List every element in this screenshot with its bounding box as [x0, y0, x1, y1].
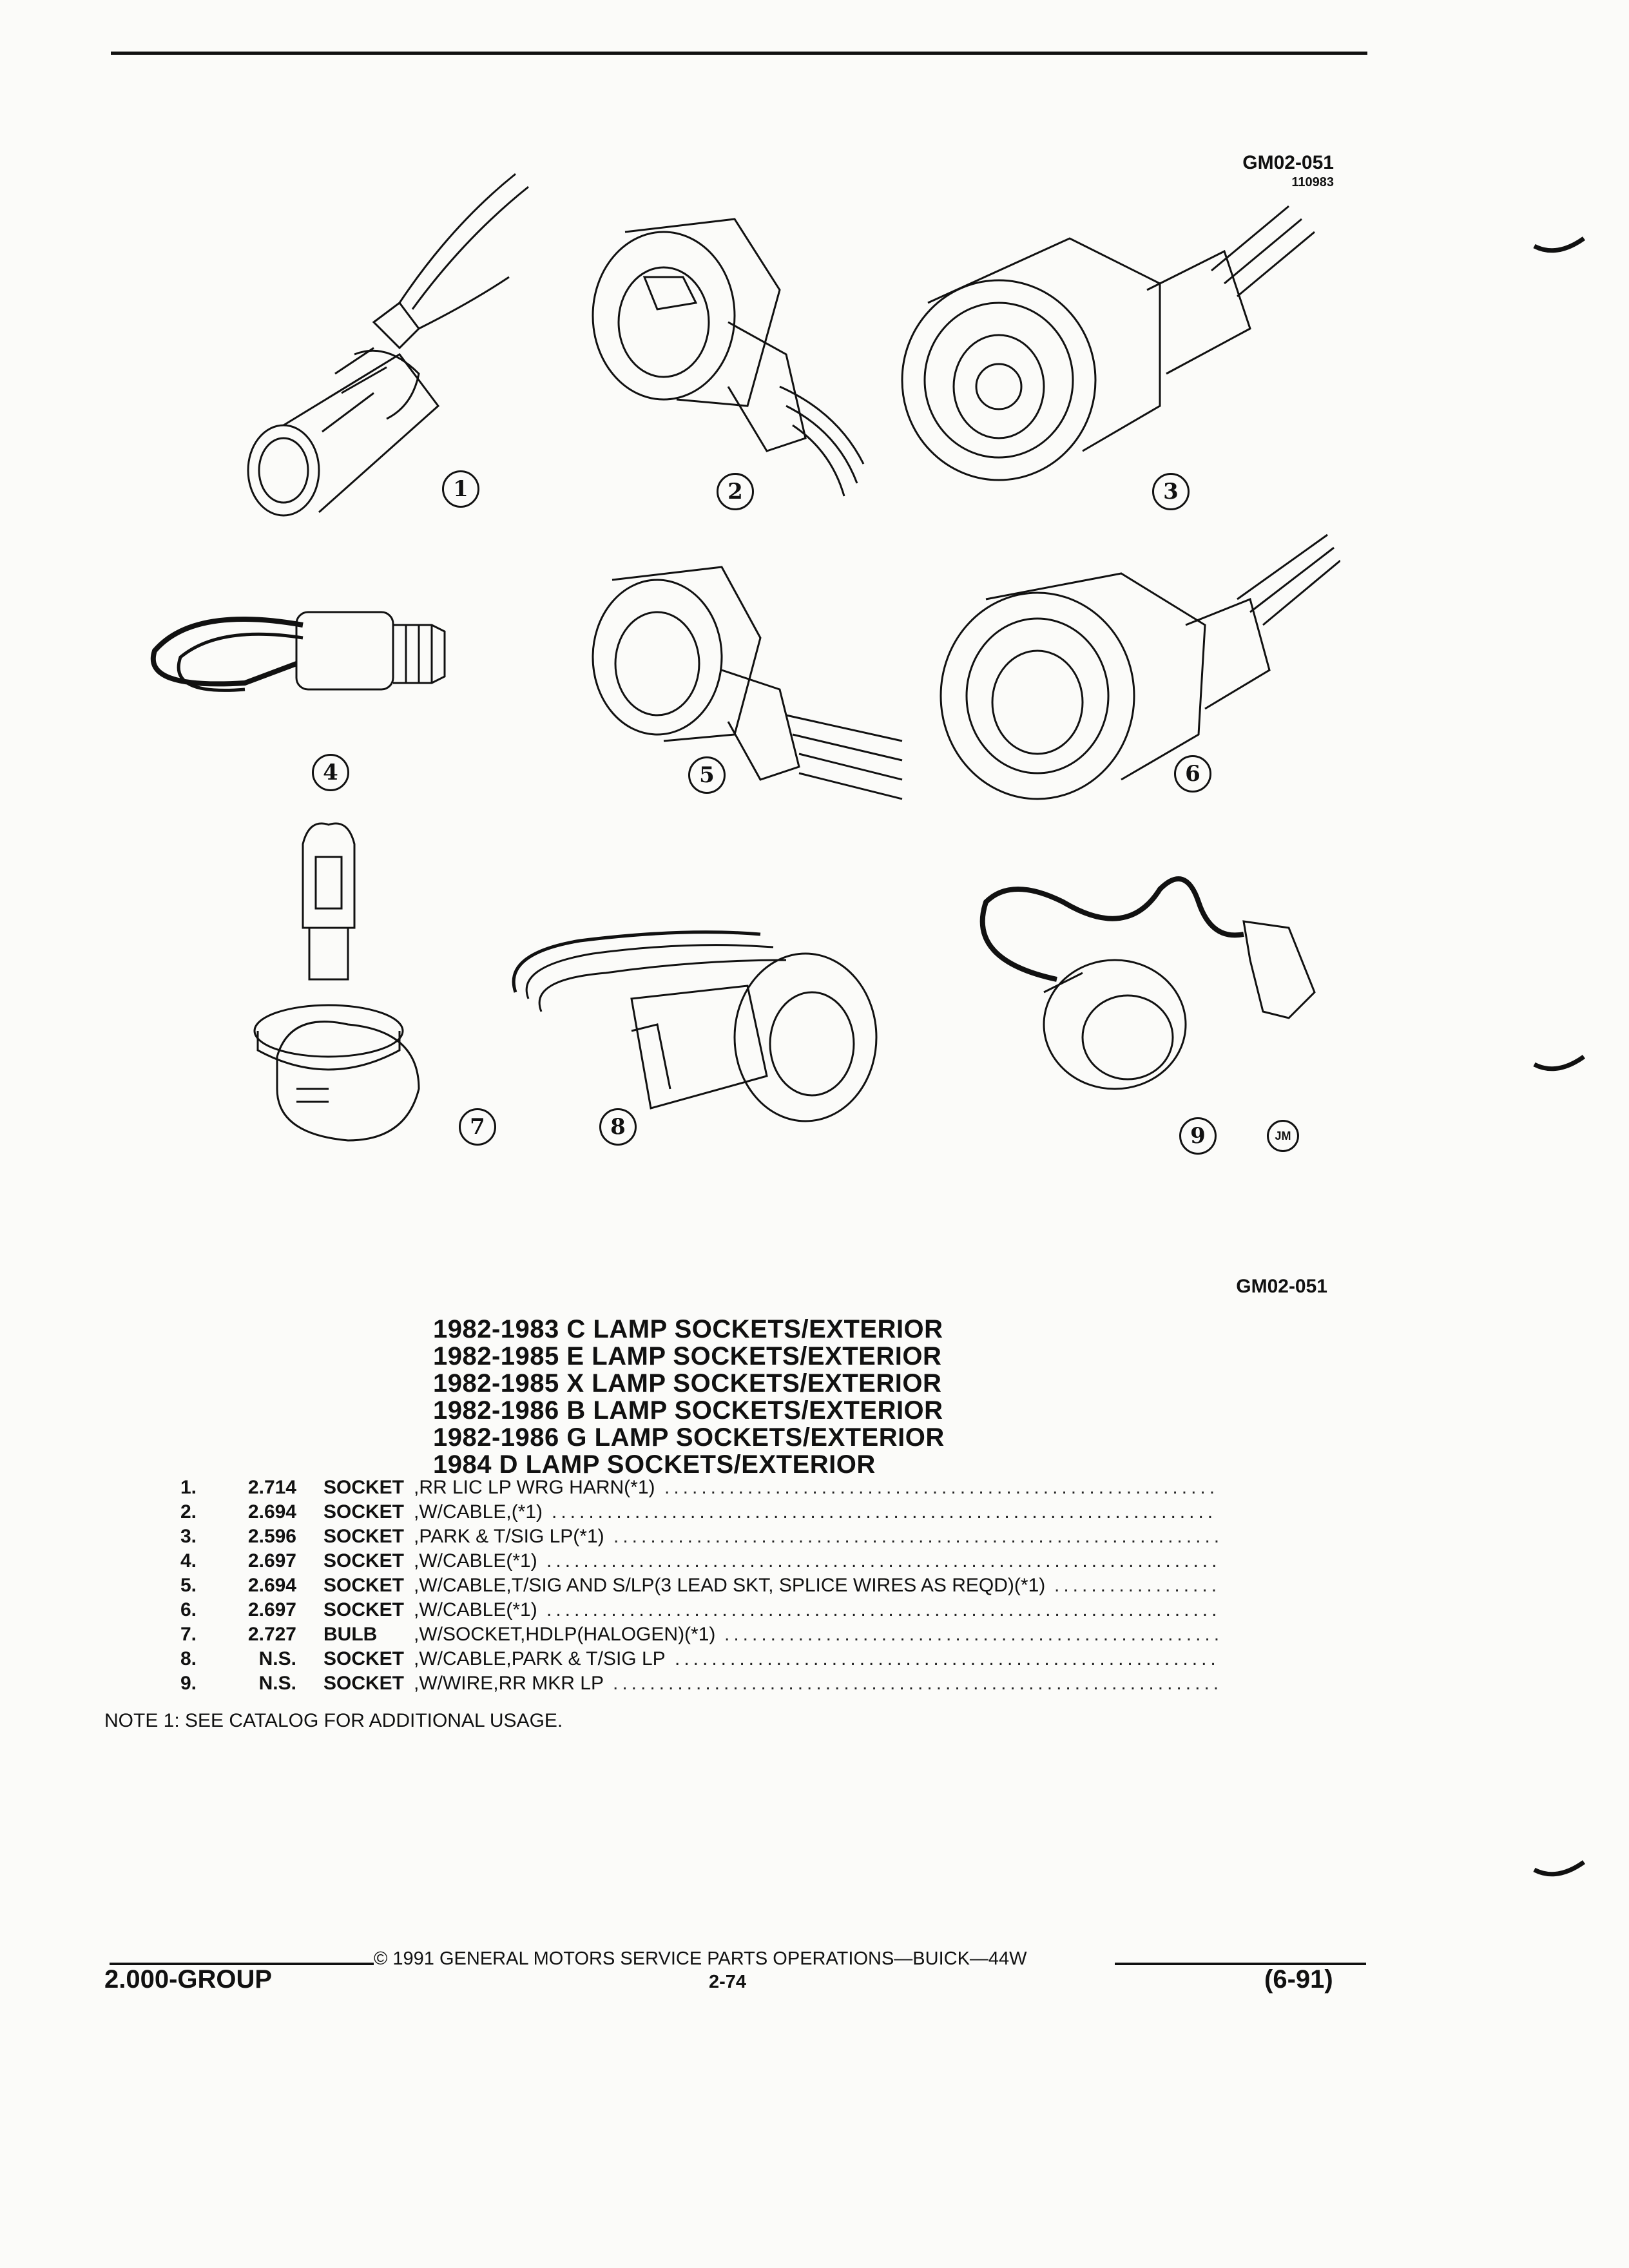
dot-leader: ........................................… [552, 1501, 1218, 1523]
part-description: ,W/CABLE,PARK & T/SIG LP [414, 1648, 666, 1669]
dot-leader: ........................................… [675, 1648, 1218, 1669]
part-description: ,W/WIRE,RR MKR LP [414, 1673, 604, 1694]
caption-code: GM02-051 [1236, 1276, 1327, 1297]
callout-8: 8 [599, 1108, 637, 1146]
socket-4-illustration [150, 611, 446, 692]
part-code: 2.727 [247, 1624, 296, 1645]
part-description: ,RR LIC LP WRG HARN(*1) [414, 1477, 655, 1498]
socket-6-illustration [940, 533, 1340, 800]
socket-5-illustration [592, 566, 903, 800]
part-description: ,PARK & T/SIG LP(*1) [414, 1526, 604, 1547]
part-kind: SOCKET [323, 1575, 405, 1596]
part-kind: BULB [323, 1624, 378, 1645]
part-number: 6. [180, 1599, 197, 1620]
title-block: 1982-1983 C LAMP SOCKETS/EXTERIOR 1982-1… [433, 1316, 945, 1478]
dot-leader: ........................................… [546, 1550, 1218, 1571]
part-description: ,W/CABLE(*1) [414, 1599, 537, 1620]
footer-rule-left-long [110, 1963, 367, 1965]
dot-leader: ........................................… [613, 1673, 1218, 1694]
copyright-line: © 1991 GENERAL MOTORS SERVICE PARTS OPER… [374, 1948, 1027, 1969]
part-number: 7. [180, 1624, 197, 1645]
part-code: N.S. [258, 1648, 296, 1669]
figure-code: GM02-051 [1242, 152, 1334, 173]
callout-5: 5 [688, 756, 726, 794]
socket-9-illustration [979, 876, 1316, 1090]
title-line: 1984 D LAMP SOCKETS/EXTERIOR [433, 1450, 876, 1479]
dot-leader: ........................................… [546, 1599, 1218, 1620]
part-description: ,W/CABLE(*1) [414, 1550, 537, 1571]
callout-4: 4 [312, 754, 349, 791]
usage-note: NOTE 1: SEE CATALOG FOR ADDITIONAL USAGE… [104, 1710, 563, 1731]
footer-rule-left [367, 1963, 374, 1965]
dot-leader: ........................................… [664, 1477, 1218, 1498]
binder-mark-top [1533, 236, 1586, 253]
callout-2: 2 [717, 473, 754, 510]
part-kind: SOCKET [323, 1477, 405, 1498]
callout-1: 1 [442, 470, 479, 508]
socket-1-illustration [247, 173, 529, 517]
title-line: 1982-1985 E LAMP SOCKETS/EXTERIOR [433, 1342, 942, 1370]
title-line: 1982-1983 C LAMP SOCKETS/EXTERIOR [433, 1315, 943, 1343]
part-number: 5. [180, 1575, 197, 1596]
artist-mark: JM [1267, 1120, 1299, 1152]
title-line: 1982-1986 G LAMP SOCKETS/EXTERIOR [433, 1423, 945, 1452]
socket-2-illustration [592, 218, 865, 497]
callout-3: 3 [1152, 473, 1190, 510]
part-code: 2.714 [247, 1477, 296, 1498]
part-code: 2.694 [247, 1575, 296, 1596]
part-number: 8. [180, 1648, 197, 1669]
group-label: 2.000-GROUP [104, 1965, 273, 1994]
socket-3-illustration [901, 205, 1315, 481]
footer-rule-right [1115, 1963, 1366, 1965]
dot-leader: ........................................… [1054, 1575, 1218, 1596]
part-kind: SOCKET [323, 1526, 405, 1547]
part-number: 1. [180, 1477, 197, 1498]
dot-leader: ........................................… [613, 1526, 1218, 1547]
callout-9: 9 [1179, 1117, 1217, 1155]
date-code: (6-91) [1264, 1965, 1333, 1994]
part-code: 2.697 [247, 1599, 296, 1620]
part-number: 9. [180, 1673, 197, 1694]
part-code: N.S. [258, 1673, 296, 1694]
part-code: 2.596 [247, 1526, 296, 1547]
socket-8-illustration [512, 930, 878, 1122]
title-line: 1982-1985 X LAMP SOCKETS/EXTERIOR [433, 1369, 942, 1398]
part-kind: SOCKET [323, 1550, 405, 1571]
part-kind: SOCKET [323, 1501, 405, 1523]
callout-7: 7 [459, 1108, 496, 1146]
part-description: ,W/SOCKET,HDLP(HALOGEN)(*1) [414, 1624, 716, 1645]
callout-6: 6 [1174, 755, 1211, 793]
part-description: ,W/CABLE,T/SIG AND S/LP(3 LEAD SKT, SPLI… [414, 1575, 1046, 1596]
binder-mark-middle [1533, 1055, 1586, 1072]
part-kind: SOCKET [323, 1599, 405, 1620]
part-number: 2. [180, 1501, 197, 1523]
part-description: ,W/CABLE,(*1) [414, 1501, 543, 1523]
part-kind: SOCKET [323, 1648, 405, 1669]
title-line: 1982-1986 B LAMP SOCKETS/EXTERIOR [433, 1396, 943, 1425]
figure-sub-code: 110983 [1291, 175, 1334, 189]
dot-leader: ........................................… [724, 1624, 1218, 1645]
part-number: 4. [180, 1550, 197, 1571]
part-code: 2.697 [247, 1550, 296, 1571]
binder-mark-bottom [1533, 1860, 1586, 1877]
part-kind: SOCKET [323, 1673, 405, 1694]
bulb-7-illustration [253, 822, 420, 1142]
page-number: 2-74 [709, 1972, 747, 1992]
top-rule [111, 52, 1367, 55]
part-number: 3. [180, 1526, 197, 1547]
part-code: 2.694 [247, 1501, 296, 1523]
